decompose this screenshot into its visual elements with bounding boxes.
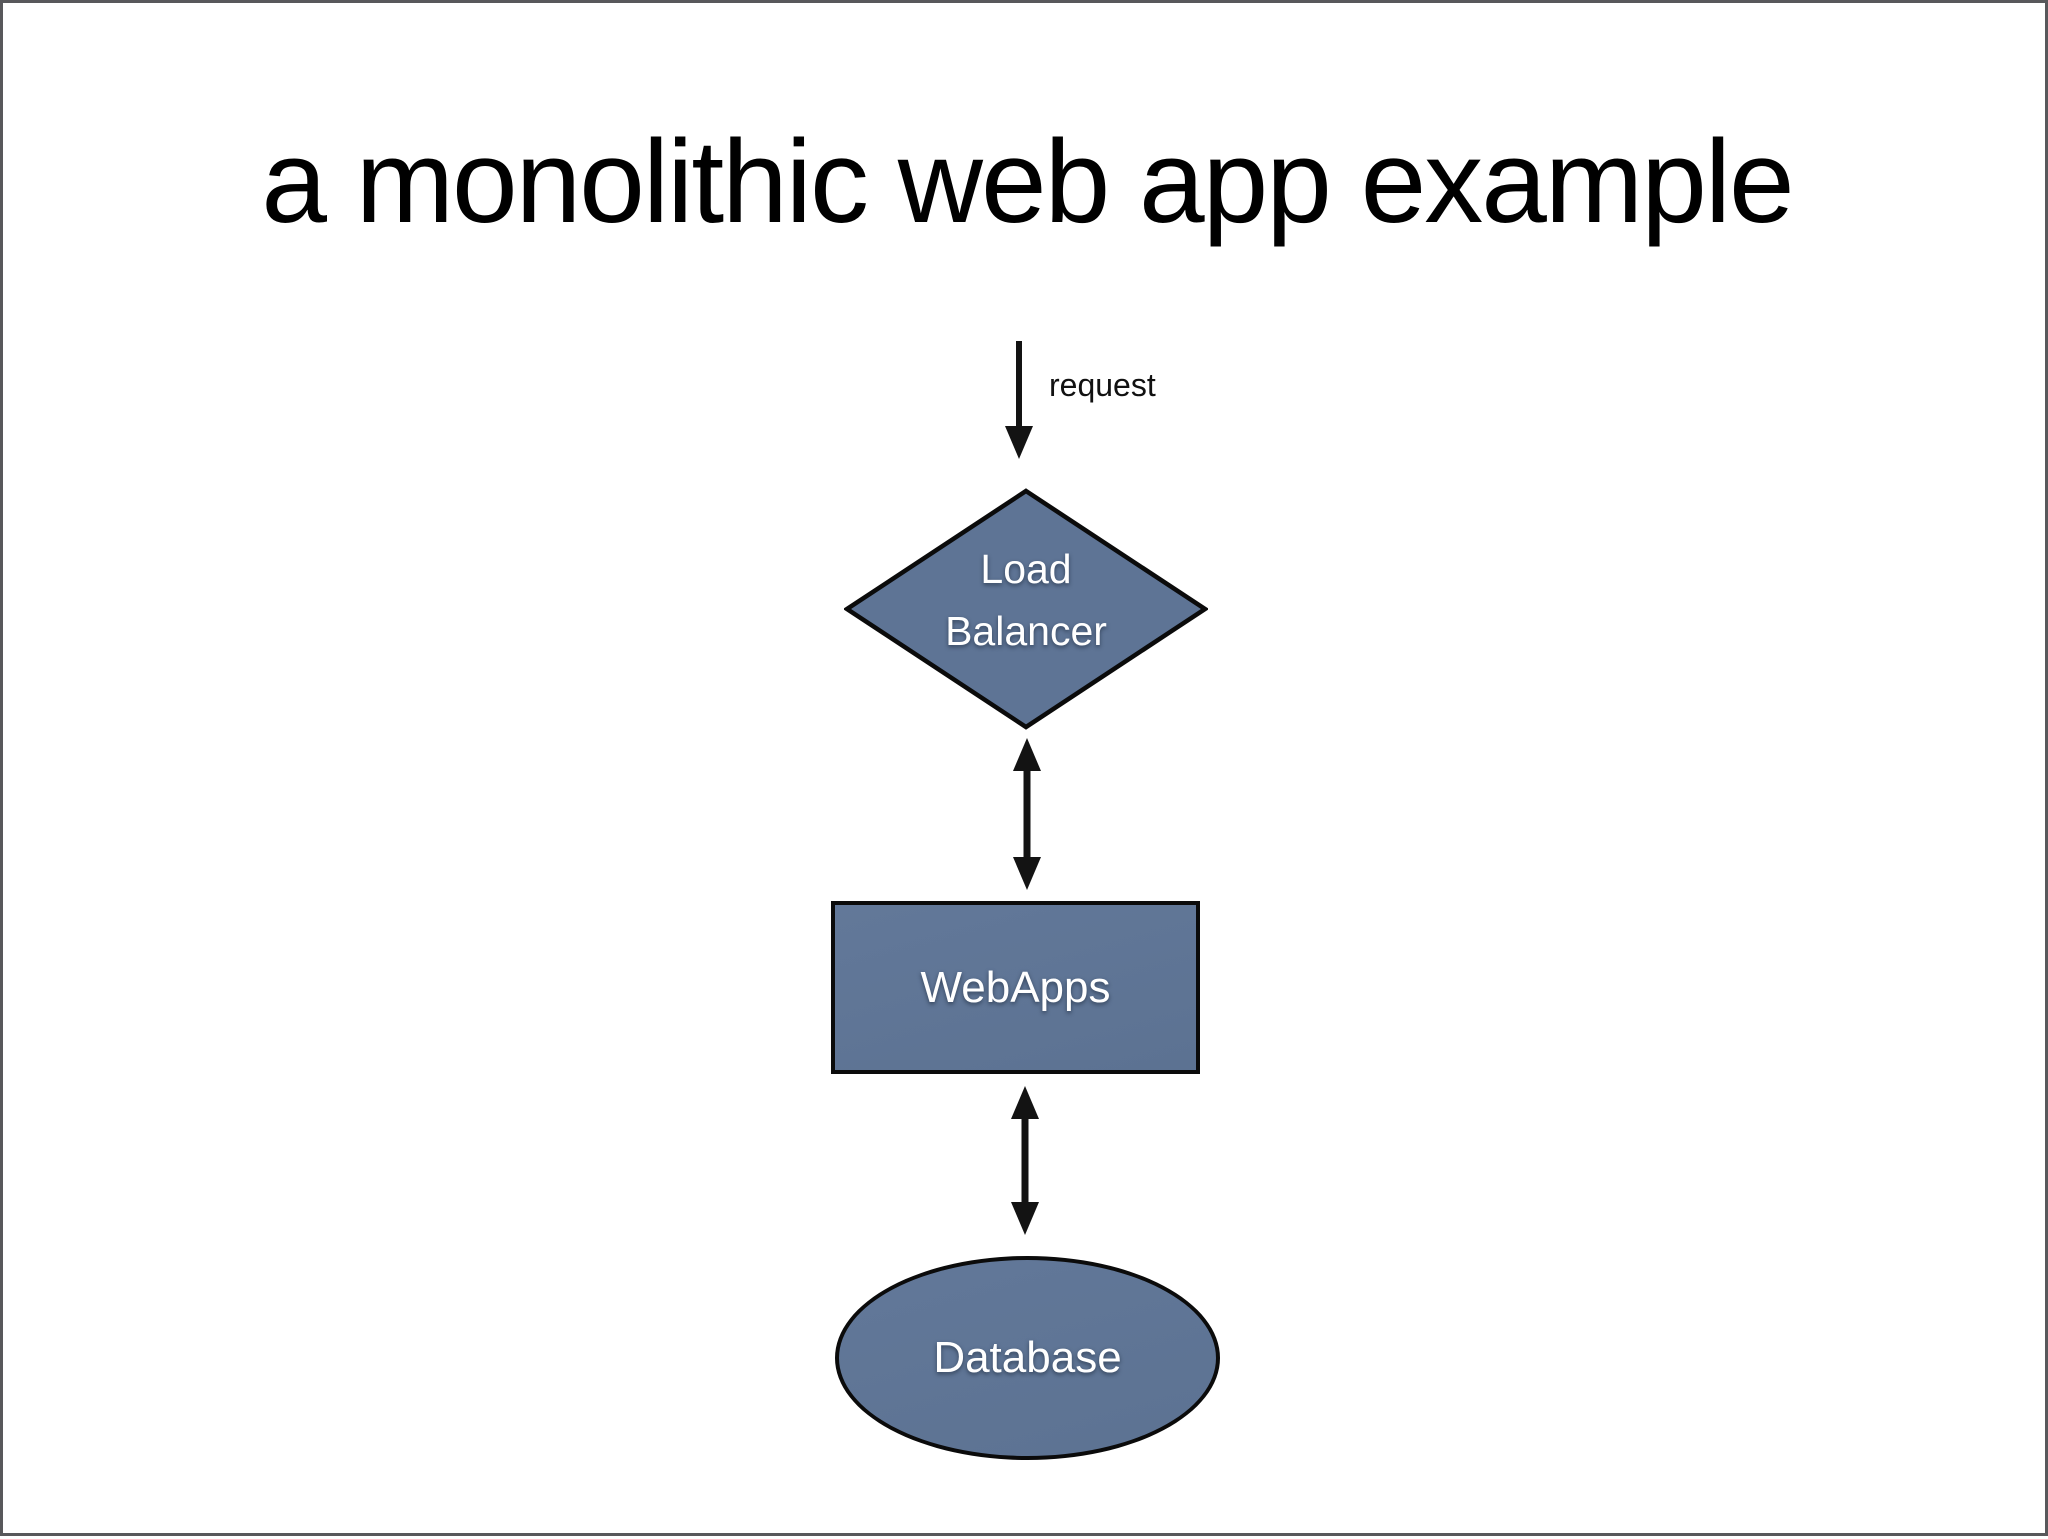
diamond-shape: [844, 488, 1208, 730]
webapps-database-arrow: [1011, 1086, 1039, 1235]
node-database: Database: [835, 1256, 1220, 1460]
lb-webapps-arrow: [1013, 738, 1041, 890]
request-arrow-label: request: [1049, 367, 1156, 403]
node-load-balancer-label: Load Balancer: [945, 546, 1107, 654]
node-webapps: WebApps: [831, 901, 1200, 1074]
node-webapps-label: WebApps: [920, 962, 1111, 1012]
request-arrow: [1005, 341, 1033, 459]
node-load-balancer: Load Balancer: [844, 488, 1208, 730]
node-database-label: Database: [933, 1333, 1122, 1382]
slide-title: a monolithic web app example: [261, 116, 1794, 248]
